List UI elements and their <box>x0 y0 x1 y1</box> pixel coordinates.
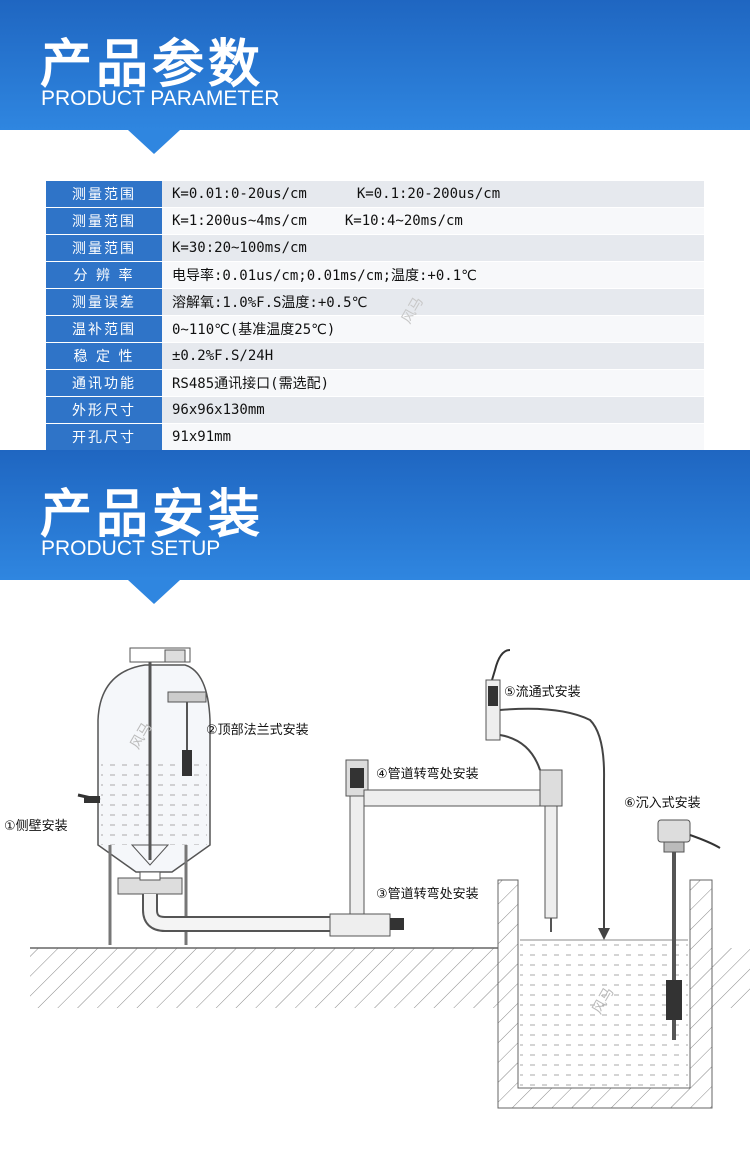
setup-title-cn: 产品安装 <box>40 485 265 545</box>
param-label: 测量范围 <box>46 234 162 262</box>
immersion-sensor <box>657 819 721 1040</box>
label-immersion: ⑥沉入式安装 <box>624 796 701 811</box>
param-label: 分 辨 率 <box>46 261 162 289</box>
pipes <box>142 759 563 937</box>
param-label: 温补范围 <box>46 315 162 343</box>
param-label: 外形尺寸 <box>46 396 162 424</box>
table-row: 温补范围 0~110℃(基准温度25℃) <box>46 315 704 343</box>
setup-title-en: PRODUCT SETUP <box>41 537 221 560</box>
param-value: RS485通讯接口(需选配) <box>162 369 704 397</box>
table-row: 通讯功能 RS485通讯接口(需选配) <box>46 369 704 397</box>
param-label: 测量范围 <box>46 207 162 235</box>
label-side: ①侧壁安装 <box>4 819 68 834</box>
banner-pointer <box>128 580 180 604</box>
setup-banner: 产品安装 PRODUCT SETUP <box>0 450 750 604</box>
table-row: 分 辨 率 电导率:0.01us/cm;0.01ms/cm;温度:+0.1℃ <box>46 261 704 289</box>
param-value: 0~110℃(基准温度25℃) <box>162 315 704 343</box>
param-value: 96x96x130mm <box>162 396 704 424</box>
param-label: 开孔尺寸 <box>46 423 162 451</box>
param-value: ±0.2%F.S/24H <box>162 342 704 370</box>
flow-through-unit <box>485 649 610 940</box>
parameter-title-en: PRODUCT PARAMETER <box>41 87 280 110</box>
param-label: 稳 定 性 <box>46 342 162 370</box>
param-value: 电导率:0.01us/cm;0.01ms/cm;温度:+0.1℃ <box>162 261 704 289</box>
tank <box>77 647 211 945</box>
label-flow: ⑤流通式安装 <box>504 685 581 700</box>
banner-pointer <box>128 130 180 154</box>
sump <box>497 879 713 1109</box>
parameter-title-cn: 产品参数 <box>40 35 265 95</box>
param-label: 通讯功能 <box>46 369 162 397</box>
table-row: 开孔尺寸 91x91mm <box>46 423 704 451</box>
table-row: 稳 定 性 ±0.2%F.S/24H <box>46 342 704 370</box>
param-label: 测量范围 <box>46 181 162 208</box>
label-pipe-bend-3: ③管道转弯处安装 <box>376 886 479 902</box>
label-pipe-bend-4: ④管道转弯处安装 <box>376 766 479 782</box>
parameter-banner: 产品参数 PRODUCT PARAMETER <box>0 0 750 154</box>
param-label: 测量误差 <box>46 288 162 316</box>
param-value: 溶解氧:1.0%F.S温度:+0.5℃ <box>162 288 704 316</box>
installation-diagram: ②顶部法兰式安装 ①侧壁安装 ④管道转弯处安装 ③管道转弯处安装 ⑤流通式安装 … <box>4 647 750 1109</box>
ground <box>30 947 750 1008</box>
table-row: 测量误差 溶解氧:1.0%F.S温度:+0.5℃ <box>46 288 704 316</box>
table-row: 外形尺寸 96x96x130mm <box>46 396 704 424</box>
table-row: 测量范围 K=30:20~100ms/cm <box>46 234 704 262</box>
label-top-flange: ②顶部法兰式安装 <box>206 723 309 738</box>
param-value: 91x91mm <box>162 423 704 451</box>
param-value: K=30:20~100ms/cm <box>162 234 704 262</box>
